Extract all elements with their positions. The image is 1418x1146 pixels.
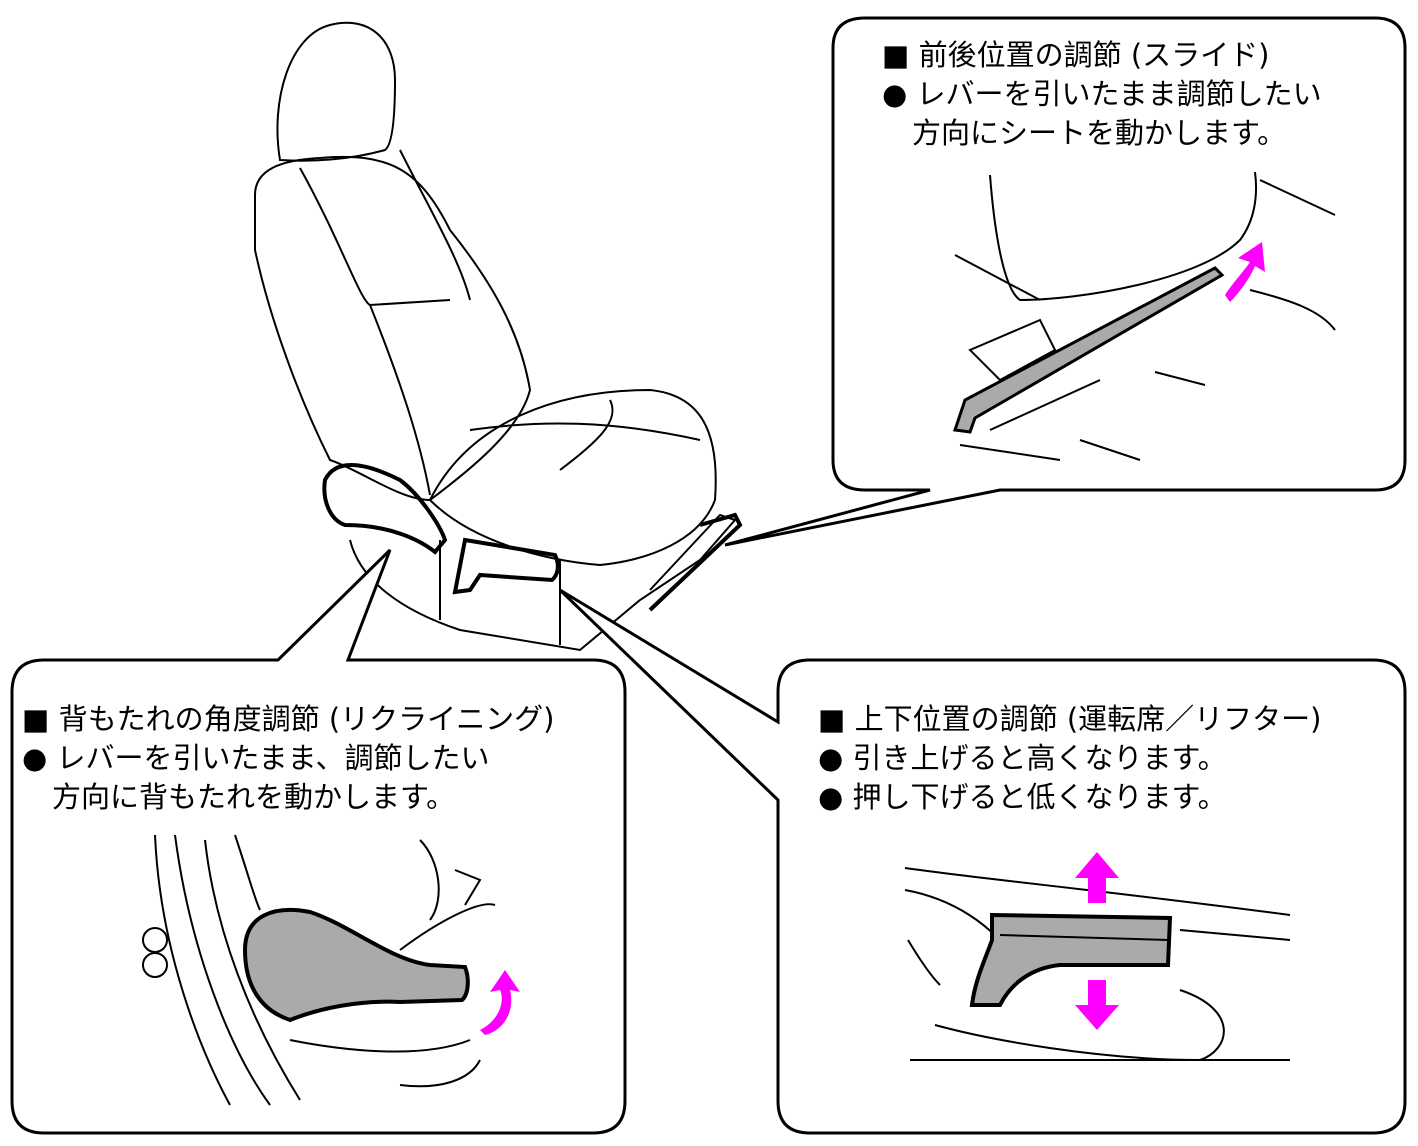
recline-lever	[322, 463, 448, 555]
headrest	[276, 21, 397, 162]
arrow-down-icon	[1075, 980, 1119, 1030]
slide-title: ■ 前後位置の調節 (スライド)	[882, 38, 1270, 72]
recline-callout-box	[10, 548, 627, 1135]
recline-lever-detail	[242, 907, 470, 1023]
recline-callout-text: ■ 背もたれの角度調節 (リクライニング) ● レバーを引いたまま、調節したい …	[22, 700, 554, 817]
lifter-callout-text: ■ 上下位置の調節 (運転席／リフター) ● 引き上げると高くなります。 ● 押…	[818, 700, 1321, 817]
lifter-bullet-up: ● 引き上げると高くなります。	[818, 741, 1227, 775]
slide-callout-box	[724, 16, 1407, 547]
slide-detail-illustration	[953, 171, 1336, 461]
seat-base	[349, 513, 737, 652]
slide-callout-text: ■ 前後位置の調節 (スライド) ● レバーを引いたまま調節したい 方向にシート…	[882, 36, 1322, 153]
lifter-callout-box	[558, 588, 1407, 1135]
slide-bar	[953, 266, 1225, 434]
arrow-up-icon	[1225, 242, 1265, 302]
lifter-lever	[452, 537, 560, 595]
slide-lever	[648, 512, 743, 612]
lifter-detail-illustration	[904, 852, 1291, 1062]
slide-bullet: ● レバーを引いたまま調節したい	[882, 77, 1322, 111]
lifter-title: ■ 上下位置の調節 (運転席／リフター)	[818, 702, 1322, 736]
recline-title: ■ 背もたれの角度調節 (リクライニング)	[22, 702, 555, 736]
recline-bullet-cont: 方向に背もたれを動かします。	[52, 780, 456, 814]
lifter-lever-detail	[969, 912, 1173, 1007]
seat-cushion	[428, 388, 717, 567]
recline-detail-illustration	[142, 834, 520, 1106]
lifter-bullet-down: ● 押し下げると低くなります。	[818, 780, 1227, 814]
seatback	[254, 155, 532, 502]
recline-bullet: ● レバーを引いたまま、調節したい	[22, 741, 490, 775]
slide-bullet-cont: 方向にシートを動かします。	[912, 116, 1287, 150]
arrow-curved-up-icon	[480, 970, 520, 1035]
seat-illustration	[254, 21, 743, 652]
arrow-up-icon	[1075, 852, 1119, 903]
